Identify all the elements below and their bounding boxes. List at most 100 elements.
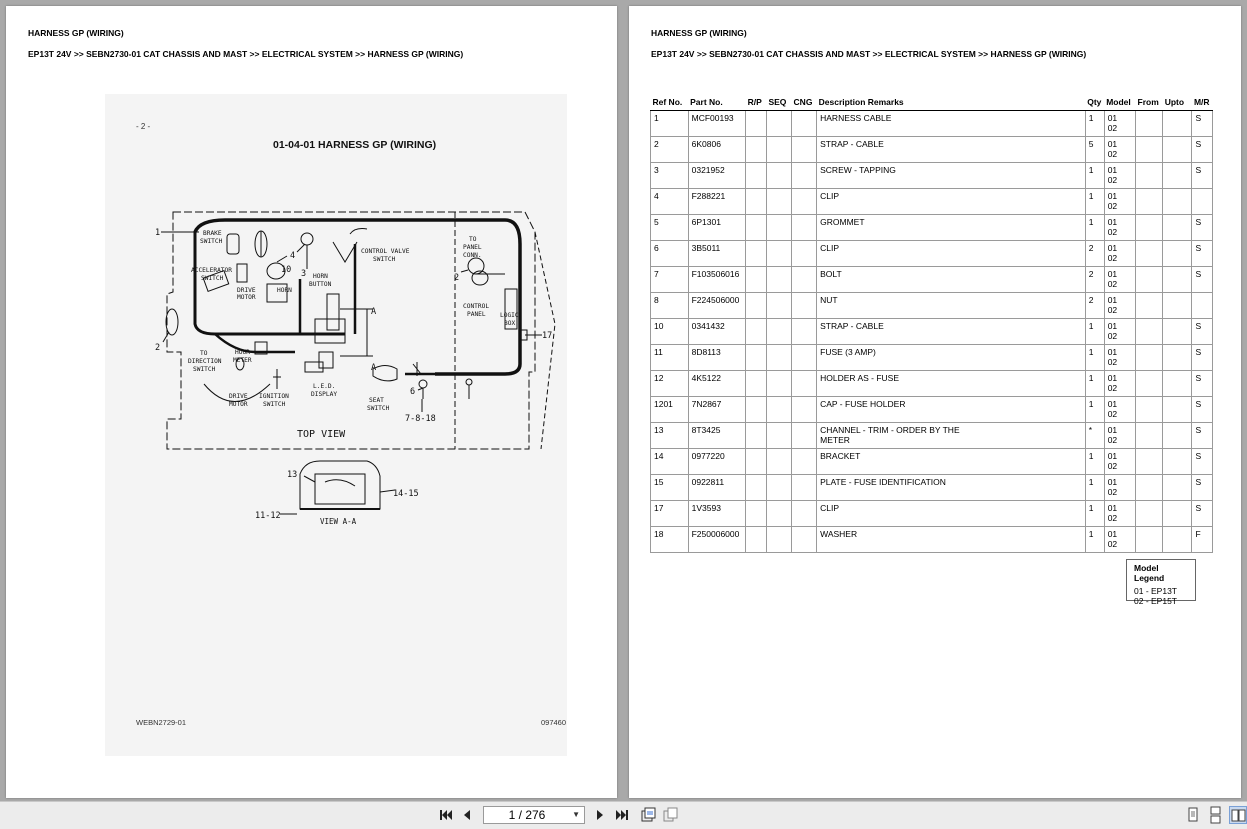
model-code: 02 bbox=[1107, 357, 1118, 367]
cell-cng bbox=[791, 240, 818, 267]
model-code: 01 bbox=[1107, 243, 1118, 253]
continuous-view-button[interactable] bbox=[1207, 806, 1225, 824]
rotate-icon bbox=[641, 807, 656, 822]
cell-from bbox=[1135, 188, 1164, 215]
col-model: Model bbox=[1104, 94, 1136, 111]
single-page-icon bbox=[1188, 807, 1198, 822]
parts-table: Ref No. Part No. R/P SEQ CNG Description… bbox=[650, 94, 1213, 553]
label-top-view: TOP VIEW bbox=[297, 429, 346, 440]
rotate-button[interactable] bbox=[639, 806, 657, 824]
cell-rp bbox=[745, 526, 767, 553]
svg-text:SWITCH: SWITCH bbox=[367, 405, 390, 412]
cell-desc: PLATE - FUSE IDENTIFICATION bbox=[816, 474, 1086, 501]
cell-cng bbox=[791, 500, 818, 527]
cell-ref: 18 bbox=[650, 526, 689, 553]
model-code: 02 bbox=[1107, 201, 1118, 211]
drawing-figure-code: 097460 bbox=[541, 718, 567, 727]
cell-desc: BOLT bbox=[816, 266, 1086, 293]
label-drive-motor: DRIVE bbox=[237, 287, 256, 294]
copy-icon bbox=[663, 807, 678, 822]
cell-desc: HOLDER AS - FUSE bbox=[816, 370, 1086, 397]
last-page-button[interactable] bbox=[613, 806, 631, 824]
callout-4: 4 bbox=[290, 251, 295, 261]
cell-qty: 2 bbox=[1084, 240, 1105, 267]
label-drive-motor-2: DRIVE bbox=[229, 393, 248, 400]
label-seat-switch: SEAT bbox=[369, 397, 384, 404]
cell-upto bbox=[1162, 526, 1193, 553]
cell-part: 7N2867 bbox=[687, 396, 747, 423]
cell-mr: S bbox=[1191, 110, 1213, 137]
model-code: 01 bbox=[1107, 425, 1118, 435]
cell-part: 0977220 bbox=[687, 448, 747, 475]
first-page-button[interactable] bbox=[437, 806, 455, 824]
model-code: 01 bbox=[1107, 113, 1118, 123]
page-number-select[interactable]: 1 / 276 ▼ bbox=[483, 806, 585, 824]
cell-ref: 1201 bbox=[650, 396, 689, 423]
model-code: 01 bbox=[1107, 529, 1118, 539]
cell-qty: 1 bbox=[1084, 448, 1105, 475]
cell-mr: S bbox=[1191, 396, 1213, 423]
model-code: 02 bbox=[1107, 461, 1118, 471]
cell-cng bbox=[791, 396, 818, 423]
cell-seq bbox=[765, 500, 793, 527]
cell-upto bbox=[1162, 344, 1193, 371]
model-code: 02 bbox=[1107, 331, 1118, 341]
single-page-view-button[interactable] bbox=[1184, 806, 1202, 824]
cell-mr: S bbox=[1191, 240, 1213, 267]
cell-seq bbox=[765, 422, 793, 449]
cell-part: 8T3425 bbox=[687, 422, 747, 449]
cell-seq bbox=[765, 448, 793, 475]
cell-ref: 17 bbox=[650, 500, 689, 527]
page-header-title-right: HARNESS GP (WIRING) bbox=[651, 28, 747, 38]
model-code: 02 bbox=[1107, 227, 1118, 237]
cell-qty: 1 bbox=[1084, 396, 1105, 423]
prev-page-button[interactable] bbox=[458, 806, 476, 824]
model-code: 01 bbox=[1107, 295, 1118, 305]
callout-6: 6 bbox=[410, 387, 415, 397]
col-ref-no: Ref No. bbox=[650, 94, 689, 111]
cell-mr: S bbox=[1191, 214, 1213, 241]
cell-seq bbox=[765, 370, 793, 397]
model-code: 02 bbox=[1107, 487, 1118, 497]
model-code: 01 bbox=[1107, 165, 1118, 175]
cell-ref: 4 bbox=[650, 188, 689, 215]
label-led-display: L.E.D. bbox=[313, 383, 335, 390]
cell-mr: S bbox=[1191, 500, 1213, 527]
cell-desc: STRAP - CABLE bbox=[816, 136, 1086, 163]
svg-text:SWITCH: SWITCH bbox=[263, 401, 286, 408]
svg-text:SWITCH: SWITCH bbox=[193, 366, 216, 373]
cell-from bbox=[1135, 448, 1164, 475]
model-code: 01 bbox=[1107, 477, 1118, 487]
cell-qty: 1 bbox=[1084, 318, 1105, 345]
cell-cng bbox=[791, 292, 818, 319]
cell-part: F224506000 bbox=[687, 292, 747, 319]
cell-from bbox=[1135, 110, 1164, 137]
cell-upto bbox=[1162, 266, 1193, 293]
model-code: 01 bbox=[1107, 503, 1118, 513]
cell-seq bbox=[765, 188, 793, 215]
model-code: 01 bbox=[1107, 347, 1118, 357]
cell-part: 3B5011 bbox=[687, 240, 747, 267]
cell-cng bbox=[791, 370, 818, 397]
cell-desc: CLIP bbox=[816, 188, 1086, 215]
svg-text:DISPLAY: DISPLAY bbox=[311, 391, 337, 398]
label-horn-button: HORN bbox=[313, 273, 328, 280]
cell-upto bbox=[1162, 136, 1193, 163]
cell-part: F250006000 bbox=[687, 526, 747, 553]
model-code: 02 bbox=[1107, 435, 1118, 445]
cell-mr: S bbox=[1191, 370, 1213, 397]
page-right: HARNESS GP (WIRING) EP13T 24V >> SEBN273… bbox=[629, 6, 1241, 798]
cell-upto bbox=[1162, 318, 1193, 345]
next-page-button[interactable] bbox=[591, 806, 609, 824]
copy-button[interactable] bbox=[662, 806, 680, 824]
facing-pages-view-button[interactable] bbox=[1229, 806, 1247, 824]
label-to-panel-conn: TO bbox=[469, 236, 477, 243]
cell-cng bbox=[791, 162, 818, 189]
